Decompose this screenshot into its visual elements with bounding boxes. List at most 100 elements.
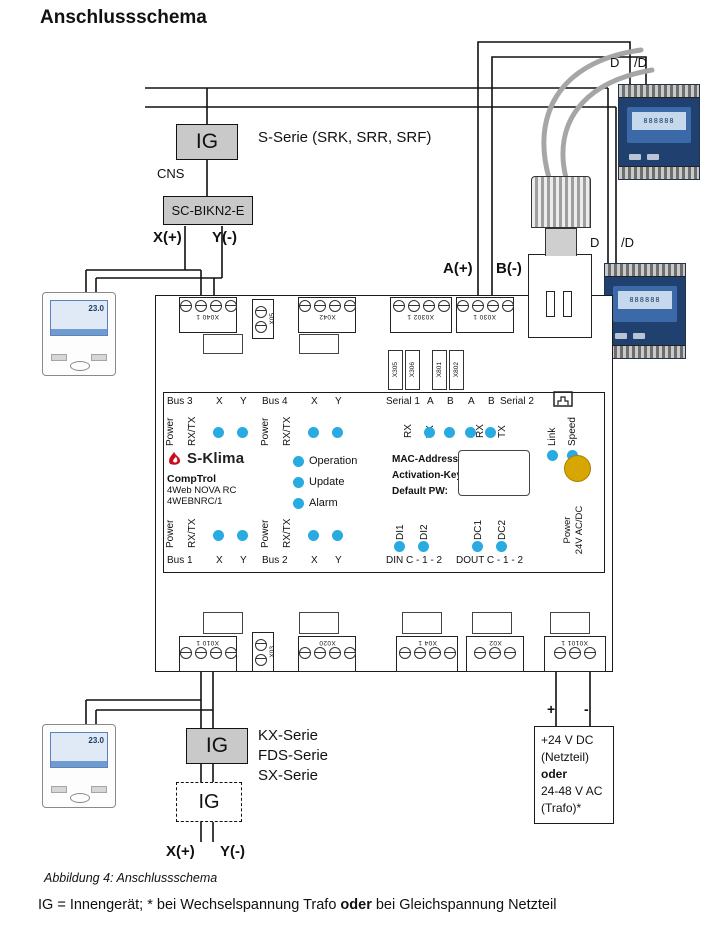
connector-x306: X306 [405,350,420,390]
operation-label: Operation [309,455,358,467]
bus1-x-label: X [216,555,223,566]
din-label: DIN C - 1 - 2 [386,555,443,566]
terminal-block-x0302: X0302 1 [390,297,452,333]
terminal-label: X05 [269,313,276,325]
terminal-block-x0101: X0101 1 [544,636,606,672]
link-led-dot [547,450,558,461]
serial1-a-label: A [427,396,434,407]
bus4-label: Bus 4 [262,396,288,407]
remote-display-bar [51,329,107,335]
x-plus-label-bottom: X(+) [166,843,195,860]
dc2-label: DC2 [497,519,508,540]
cable-bay [528,254,592,338]
terminal-block-x05: X05 [252,299,276,339]
energy-meter-1: 888888 [618,84,700,180]
slash-d-label-2: /D [621,235,634,250]
remote-ok-button [70,793,90,803]
terminal-label: X010 1 [196,639,220,646]
meter-display-bezel: 888888 [613,286,677,322]
connector-tab [550,612,590,634]
s-serie-label: S-Serie (SRK, SRR, SRF) [258,129,432,146]
psu-line5: (Trafo)* [541,801,582,815]
brand-logo: S-Klima [166,449,244,467]
ethernet-port-icon [553,391,573,407]
bus3-power-label: Power [165,417,176,446]
bay-slot [546,291,555,317]
dc2-dot [496,541,507,552]
update-led-dot [293,477,304,488]
face-plate [163,392,605,573]
activation-key-label: Activation-Key: [392,470,466,481]
terminal-block-x042: X042 [298,297,356,333]
psu-line2: (Netzteil) [541,750,590,764]
connector-tab [299,612,339,634]
footnote-part2: bei Gleichspannung Netzteil [371,897,557,913]
connector-tab [203,334,243,354]
bus1-y-label: Y [240,555,247,566]
terminal-label: X042 [318,313,336,320]
psu-minus-label: - [584,701,589,717]
meter-terminal-strip [619,85,699,98]
psu-line3: oder [541,767,568,781]
connector-label: X306 [409,362,416,378]
figure-caption: Abbildung 4: Anschlussschema [44,871,218,885]
fds-serie-label: FDS-Serie [258,747,329,764]
connector-tab [402,612,442,634]
meter-button [629,154,641,160]
meter-display: 888888 [618,291,672,309]
terminal-label: X04 1 [417,639,437,646]
product-line1: CompTrol [167,473,216,485]
meter-terminal-strip [605,264,685,277]
terminal-block-x010: X010 1 [179,636,237,672]
terminal-dot [237,530,248,541]
meter-body: 888888 [605,277,685,345]
d-label-1: D [610,55,620,70]
footnote-bold: oder [340,897,372,913]
meter-body: 888888 [619,98,699,166]
serial1-label: Serial 1 [386,396,420,407]
connector-x802: X802 [449,350,464,390]
indoor-unit-box-top: IG [176,124,238,160]
meter-display-bezel: 888888 [627,107,691,143]
meter-button [615,333,627,339]
terminal-label: X0302 1 [407,313,435,320]
bus2-rxtx-label: RX/TX [282,518,293,548]
psu-line1: +24 V DC [541,733,594,747]
product-line3: 4WEBNRC/1 [167,496,223,507]
terminal-dot [424,427,435,438]
sc-bikn2e-box: SC-BIKN2-E [163,196,253,225]
update-label: Update [309,476,345,488]
info-sticker [458,450,530,496]
indoor-unit-box-dashed: IG [176,782,242,822]
connector-x305: X305 [388,350,403,390]
meter-button [633,333,645,339]
terminal-label: X02 [488,639,502,646]
dc1-label: DC1 [473,519,484,540]
terminal-dot [213,530,224,541]
footnote: IG = Innengerät; * bei Wechselspannung T… [38,897,557,914]
serial2-a-label: A [468,396,475,407]
terminal-label: X030 1 [473,313,497,320]
remote-controller-top: 23.0 [42,292,116,376]
remote-display: 23.0 [50,732,108,768]
y-minus-label-top: Y(-) [212,229,237,246]
terminal-block-x040: X040 1 [179,297,237,333]
dout-label: DOUT C - 1 - 2 [456,555,524,566]
terminal-dot [485,427,496,438]
bus4-y-label: Y [335,396,342,407]
terminal-dot [465,427,476,438]
power-24v-label: Power 24V AC/DC [562,505,585,555]
terminal-label: X040 1 [196,313,220,320]
slash-d-label-1: /D [634,55,647,70]
di1-dot [394,541,405,552]
terminal-label: X0101 1 [561,639,589,646]
cns-label: CNS [157,166,185,181]
bus3-y-label: Y [240,396,247,407]
bus2-x-label: X [311,555,318,566]
connector-tab [203,612,243,634]
link-label: Link [547,427,558,446]
cable-plug-icon [531,176,591,228]
indoor-unit-box-bottom: IG [186,728,248,764]
remote-temp: 23.0 [88,736,104,745]
